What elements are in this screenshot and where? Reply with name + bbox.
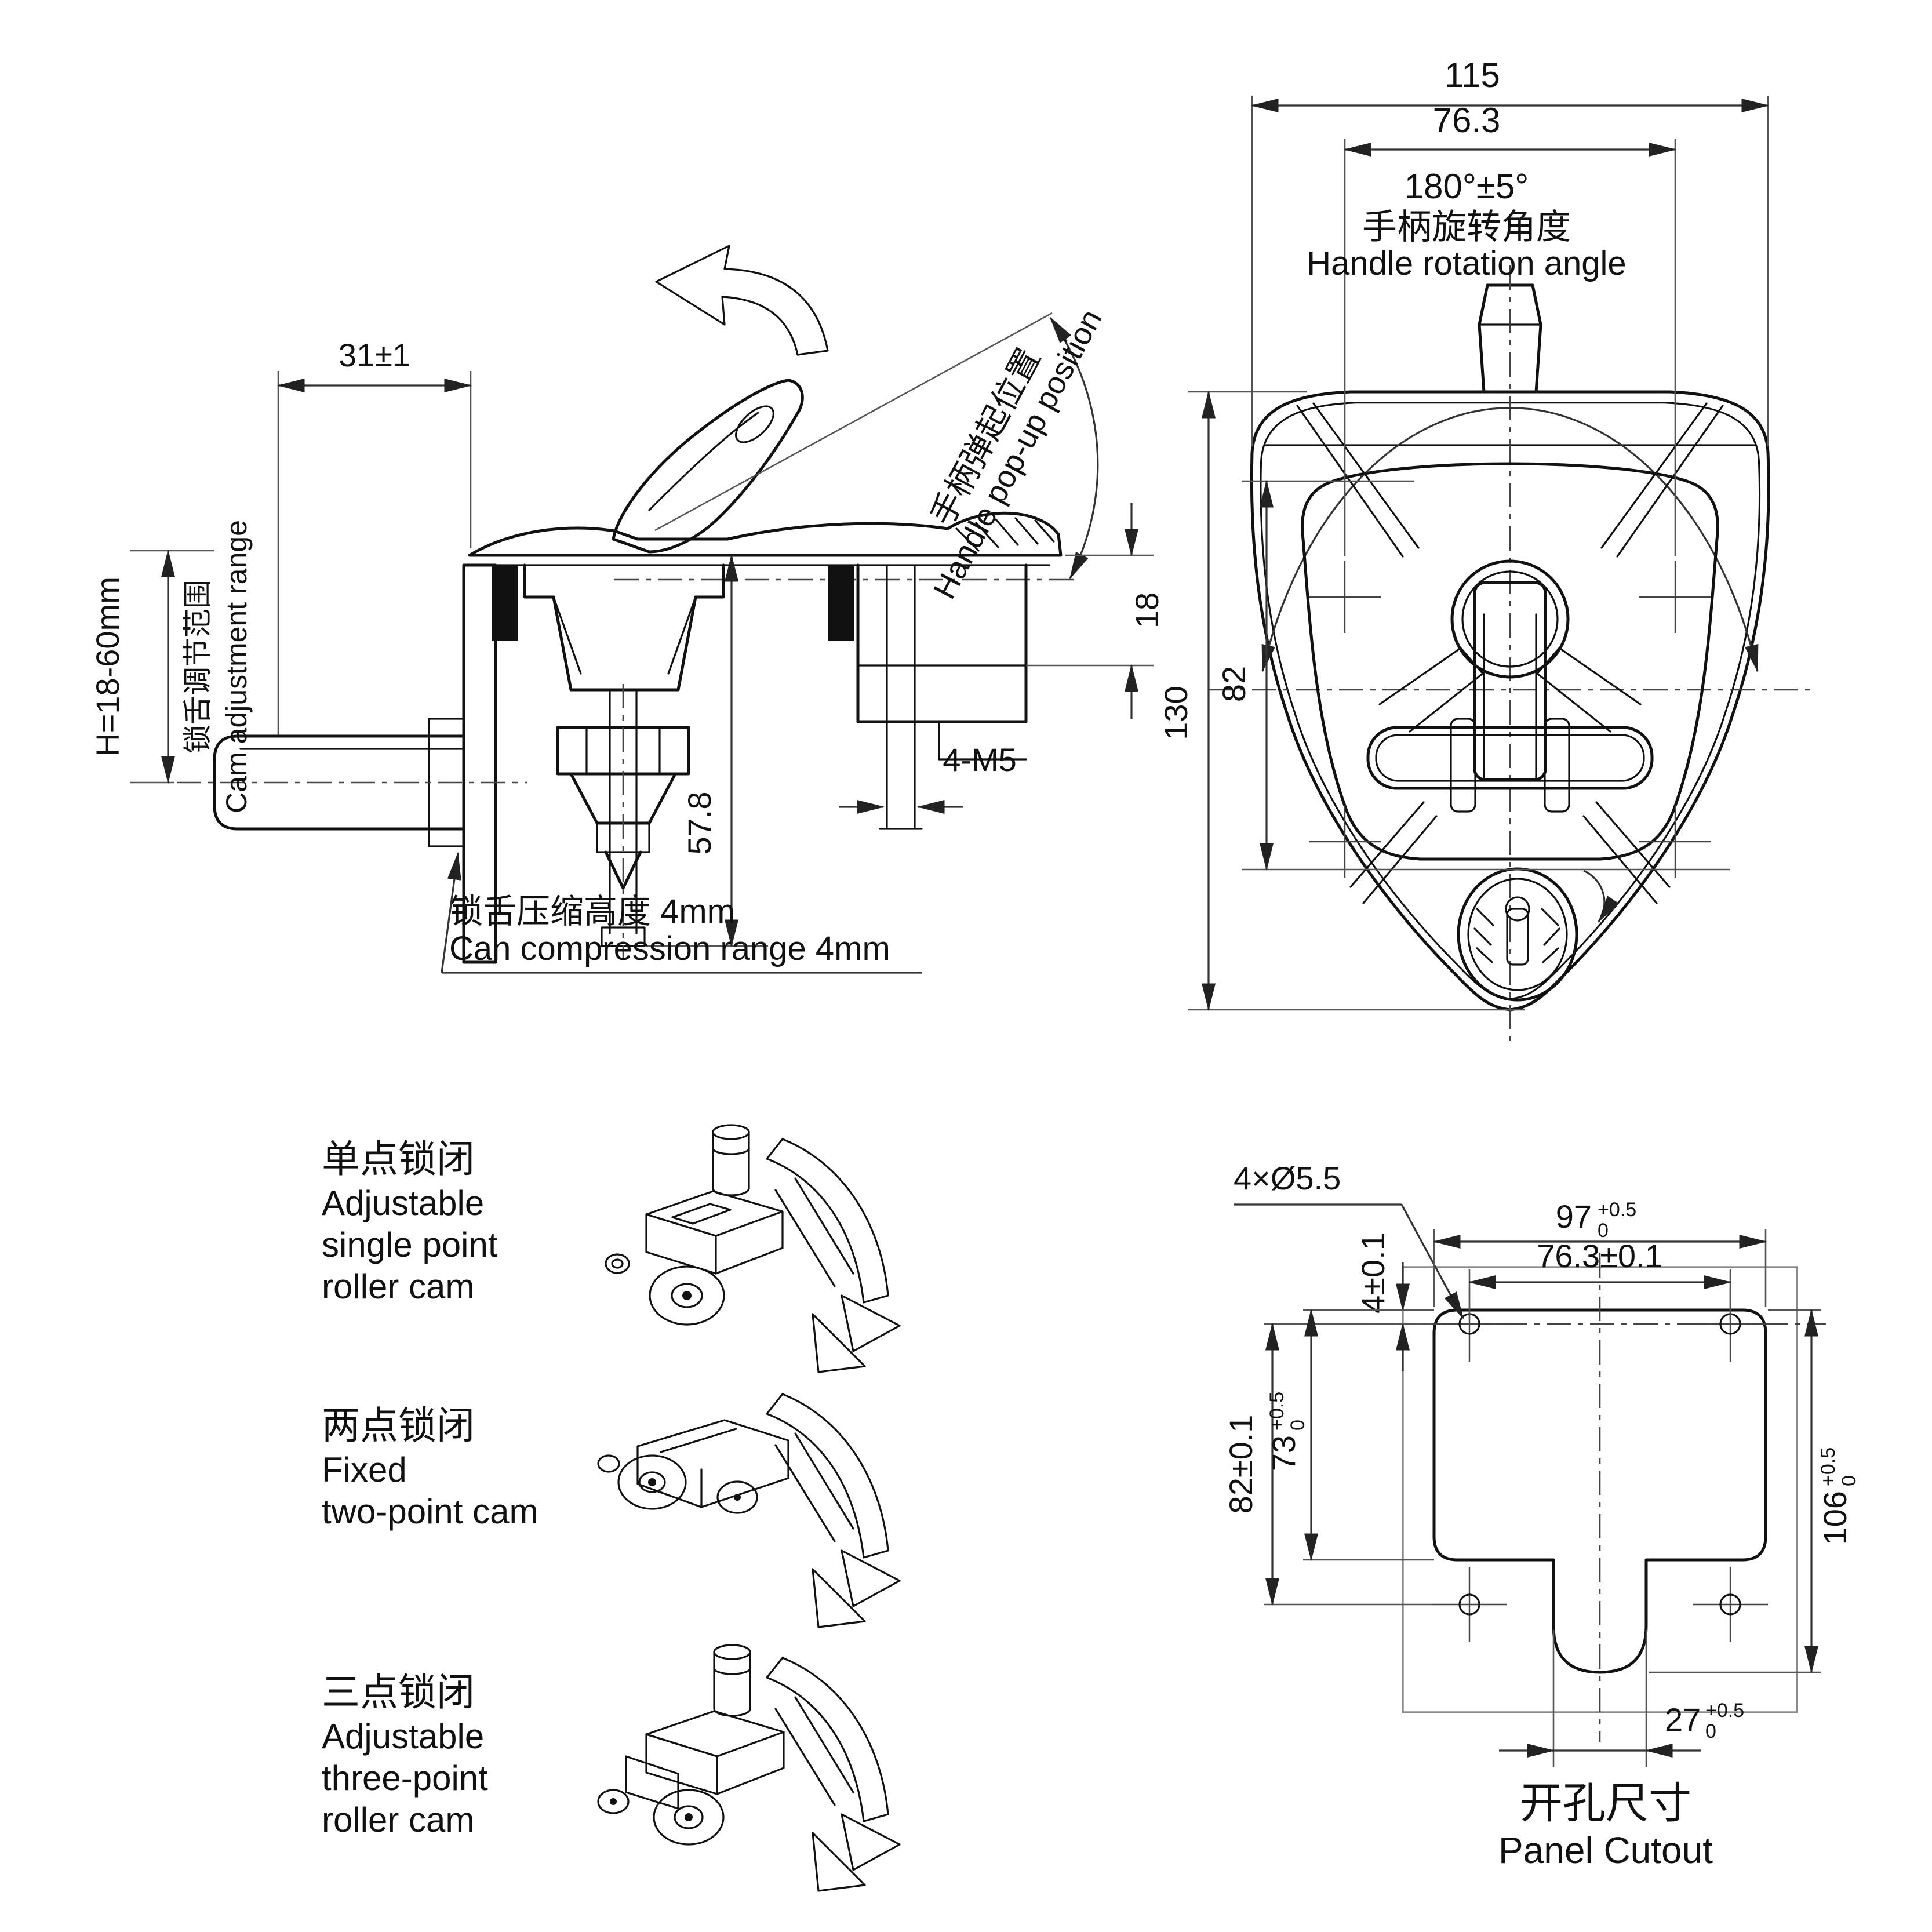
- cutout-title: 开孔尺寸 Panel Cutout: [1498, 1779, 1713, 1871]
- dim-76-3: 76.3: [1343, 101, 1677, 556]
- handle-popped: [612, 379, 804, 554]
- variant1-art: [605, 1124, 901, 1373]
- dim-57-8-text: 57.8: [681, 792, 718, 855]
- rotate-arrow-icon: [655, 245, 829, 356]
- dim-97: 97 +0.5 0: [1432, 1198, 1767, 1307]
- dim-106-tol-up: +0.5: [1817, 1447, 1839, 1486]
- compression-note: 锁舌压缩高度 4mm Can compression range 4mm: [441, 852, 922, 974]
- variant1-en3: roller cam: [322, 1267, 474, 1306]
- dim-18-text: 18: [1129, 592, 1165, 628]
- cutout-holes: [1432, 1286, 1768, 1642]
- variant2-art: [597, 1393, 901, 1628]
- dim-h: H=18-60mm 锁舌调节范围 Cam adjustment range: [89, 520, 253, 813]
- variant2-cn: 两点锁闭: [322, 1404, 475, 1447]
- adj-range-en: Cam adjustment range: [220, 520, 253, 813]
- compression-en: Can compression range 4mm: [449, 930, 890, 967]
- dim-82-cutout: 82±0.1: [1222, 1322, 1432, 1606]
- cam-variants: 单点锁闭 Adjustable single point roller cam: [322, 1124, 901, 1892]
- dim-76-3-cutout: 76.3±0.1: [1468, 1238, 1732, 1320]
- dim-115: 115: [1250, 56, 1770, 446]
- cutout-title-en: Panel Cutout: [1498, 1829, 1713, 1871]
- variant-single-point: 单点锁闭 Adjustable single point roller cam: [322, 1124, 901, 1373]
- dim-73-tol-up: +0.5: [1266, 1392, 1288, 1431]
- dim-76-3-text: 76.3: [1433, 101, 1501, 140]
- side-view: 手柄弹起位置 Handle pop-up position: [89, 245, 1165, 974]
- variant1-en2: single point: [322, 1225, 498, 1264]
- dim-106-text: 106: [1817, 1491, 1853, 1545]
- dim-82-text: 82: [1216, 666, 1252, 702]
- grip-hatch: [955, 517, 1055, 552]
- dim-4m5: 4-M5: [839, 741, 1017, 814]
- dim-57-8: 57.8: [646, 554, 768, 948]
- angle-text: 180°±5°: [1405, 167, 1529, 206]
- dim-31-text: 31±1: [339, 337, 410, 373]
- flange-profile: [468, 511, 1063, 566]
- variant1-cn: 单点锁闭: [322, 1137, 475, 1180]
- variant1-en1: Adjustable: [322, 1184, 484, 1222]
- variant3-en3: roller cam: [322, 1800, 474, 1839]
- dim-97-text: 97: [1556, 1198, 1592, 1235]
- compression-cn: 锁舌压缩高度 4mm: [449, 893, 735, 930]
- dim-73: 73 +0.5 0: [1265, 1308, 1434, 1562]
- cutout-title-cn: 开孔尺寸: [1520, 1779, 1691, 1827]
- keylock-hatch: [1473, 908, 1560, 963]
- holes-label-text: 4×Ø5.5: [1234, 1160, 1341, 1196]
- rotation-angle-labels: 180°±5° 手柄旋转角度 Handle rotation angle: [1307, 167, 1626, 282]
- dim-73-text: 73: [1265, 1435, 1302, 1471]
- dim-106-tol-dn: 0: [1838, 1475, 1860, 1486]
- dim-130-text: 130: [1158, 686, 1194, 740]
- dim-27-tol-dn: 0: [1705, 1720, 1716, 1742]
- dim-97-tol-dn: 0: [1598, 1220, 1609, 1242]
- rotation-cn: 手柄旋转角度: [1362, 208, 1571, 246]
- dim-73-tol-dn: 0: [1287, 1420, 1309, 1431]
- dim-4: 4±0.1: [1355, 1232, 1434, 1371]
- variant2-en2: two-point cam: [322, 1492, 538, 1531]
- variant3-art: [597, 1644, 901, 1892]
- dim-82: 82: [1216, 479, 1730, 871]
- panel-cutout-view: 4×Ø5.5 97 +0.5 0 76.3±0.1 4±0.1: [1222, 1160, 1860, 1871]
- dim-76-3-cutout-text: 76.3±0.1: [1537, 1238, 1663, 1274]
- dim-130: 130: [1158, 390, 1525, 1012]
- dim-115-text: 115: [1445, 56, 1500, 94]
- dim-27-tol-up: +0.5: [1705, 1700, 1744, 1722]
- variant-three-point: 三点锁闭 Adjustable three-point roller cam: [322, 1644, 901, 1892]
- dim-82-cutout-text: 82±0.1: [1222, 1415, 1259, 1514]
- dim-h-text: H=18-60mm: [89, 577, 126, 756]
- cutout-outline: [1432, 1308, 1767, 1674]
- dim-31: 31±1: [276, 337, 472, 735]
- variant2-en1: Fixed: [322, 1450, 407, 1489]
- dim-4m5-text: 4-M5: [943, 741, 1017, 778]
- adj-range-cn: 锁舌调节范围: [181, 580, 214, 754]
- variant3-cn: 三点锁闭: [322, 1671, 475, 1713]
- dim-106: 106 +0.5 0: [1649, 1308, 1860, 1674]
- t-handle: [1366, 559, 1654, 813]
- rotation-en: Handle rotation angle: [1307, 245, 1626, 282]
- variant3-en2: three-point: [322, 1759, 488, 1798]
- keylock: [1457, 867, 1620, 1002]
- dim-97-tol-up: +0.5: [1598, 1199, 1636, 1221]
- mount-crosshairs: [1309, 561, 1711, 878]
- dim-18: 18: [1026, 503, 1165, 719]
- holes-callout: 4×Ø5.5: [1234, 1160, 1464, 1320]
- variant-two-point: 两点锁闭 Fixed two-point cam: [322, 1393, 901, 1628]
- front-view: 115 76.3 180°±5° 手柄旋转角度 Handle rotation …: [1158, 56, 1811, 1043]
- key-turn-arrow: [1583, 869, 1620, 923]
- dim-4-text: 4±0.1: [1355, 1232, 1391, 1314]
- variant3-en1: Adjustable: [322, 1717, 484, 1756]
- latch-body: [177, 563, 1028, 964]
- dim-27: 27 +0.5 0: [1499, 1630, 1744, 1767]
- rotation-arc: [1261, 407, 1759, 673]
- dim-27-text: 27: [1665, 1701, 1701, 1738]
